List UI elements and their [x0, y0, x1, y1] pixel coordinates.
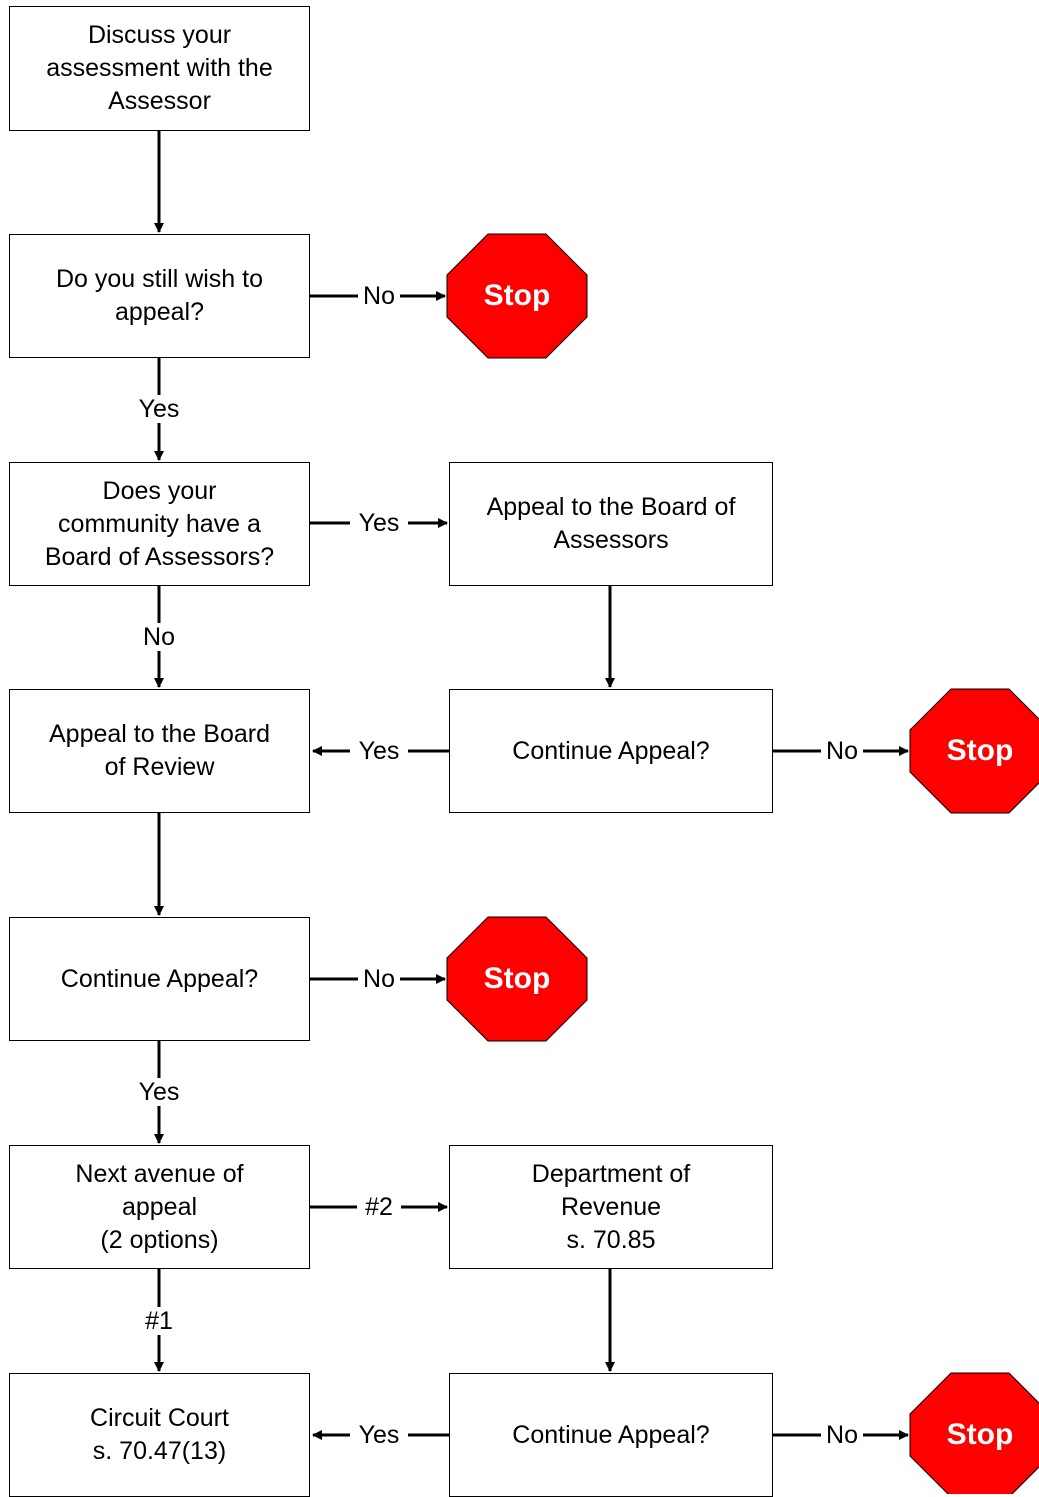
edge-label-no-5: No — [821, 1421, 863, 1449]
continue-appeal-box-2: Continue Appeal? — [9, 917, 310, 1041]
edge-label-option-1: #1 — [137, 1307, 181, 1335]
edge-label-yes-5: Yes — [350, 1421, 408, 1449]
stop-label-3: Stop — [483, 962, 551, 995]
edge-label-option-2: #2 — [357, 1193, 401, 1221]
circuit-court-text: Circuit Court s. 70.47(13) — [90, 1404, 229, 1465]
edge-label-no-1: No — [358, 282, 400, 310]
appeal-board-of-review-box: Appeal to the Board of Review — [9, 689, 310, 813]
stop-label-4: Stop — [946, 1418, 1014, 1451]
still-wish-to-appeal-text: Do you still wish to appeal? — [55, 265, 264, 326]
stop-sign-4 — [909, 1372, 1039, 1494]
edge-label-yes-1: Yes — [130, 395, 188, 423]
edge-label-no-4: No — [358, 965, 400, 993]
appeal-board-of-assessors-box: Appeal to the Board of Assessors — [449, 462, 773, 586]
appeal-board-of-assessors-text: Appeal to the Board of Assessors — [486, 493, 736, 554]
continue-appeal-box-1: Continue Appeal? — [449, 689, 773, 813]
edge-label-yes-4: Yes — [130, 1078, 188, 1106]
stop-label-2: Stop — [946, 734, 1014, 767]
stop-sign-2 — [909, 688, 1039, 814]
stop-label-1: Stop — [483, 279, 551, 312]
edge-label-yes-3: Yes — [350, 737, 408, 765]
has-board-of-assessors-text: Does your community have a Board of Asse… — [44, 476, 275, 571]
discuss-assessment-text: Discuss your assessment with the Assesso… — [46, 21, 273, 115]
continue-appeal-text-2: Continue Appeal? — [60, 964, 259, 993]
appeal-board-of-review-text: Appeal to the Board of Review — [49, 720, 270, 781]
edge-label-no-2: No — [138, 623, 180, 651]
continue-appeal-text-3: Continue Appeal? — [512, 1421, 710, 1449]
stop-sign-3 — [446, 916, 588, 1042]
stop-sign-1 — [446, 233, 588, 359]
department-of-revenue-text: Department of Revenue s. 70.85 — [531, 1159, 691, 1254]
next-avenue-text: Next avenue of appeal (2 options) — [75, 1159, 244, 1254]
next-avenue-box: Next avenue of appeal (2 options) — [9, 1145, 310, 1269]
continue-appeal-box-3: Continue Appeal? — [449, 1373, 773, 1497]
has-board-of-assessors-box: Does your community have a Board of Asse… — [9, 462, 310, 586]
edge-label-no-3: No — [821, 737, 863, 765]
still-wish-to-appeal-box: Do you still wish to appeal? — [9, 234, 310, 358]
department-of-revenue-box: Department of Revenue s. 70.85 — [449, 1145, 773, 1269]
edge-label-yes-2: Yes — [350, 509, 408, 537]
discuss-assessment-box: Discuss your assessment with the Assesso… — [9, 6, 310, 131]
circuit-court-box: Circuit Court s. 70.47(13) — [9, 1373, 310, 1497]
continue-appeal-text-1: Continue Appeal? — [512, 736, 710, 765]
